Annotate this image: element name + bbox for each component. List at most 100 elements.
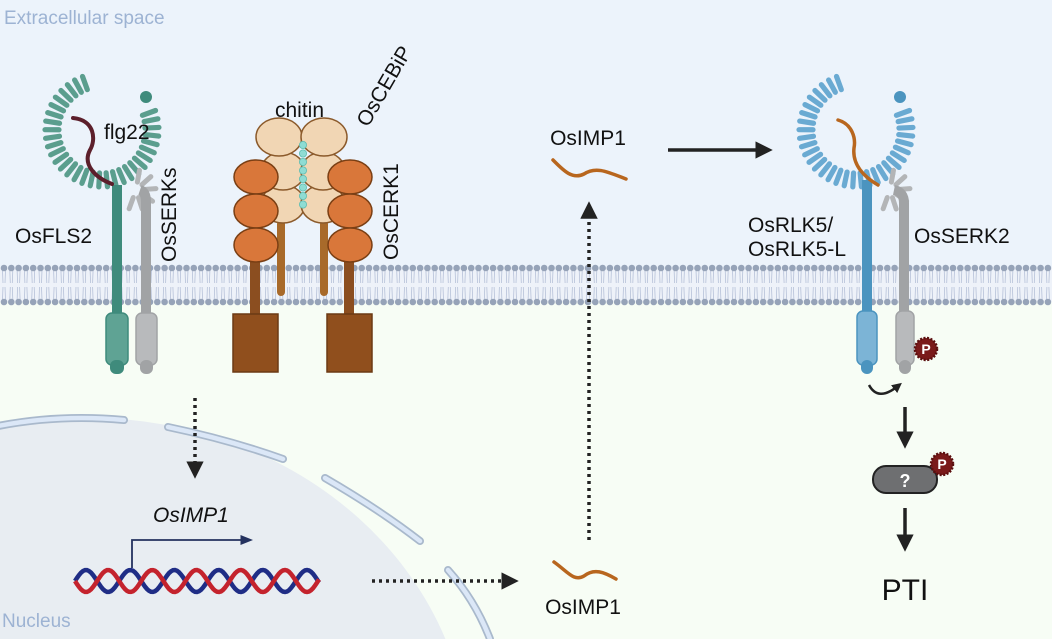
lipid-head (533, 264, 541, 272)
lipid-head (519, 298, 526, 306)
lipid-tail (235, 269, 240, 301)
lipid-head (234, 264, 241, 272)
lrr-repeat (109, 169, 119, 188)
osrlk5-label: OsRLK5/ (748, 214, 833, 237)
lipid-head (431, 264, 439, 272)
lipid-head (227, 298, 234, 306)
lipid-head (44, 264, 52, 272)
lipid-head (460, 264, 468, 272)
lrr-repeat (889, 195, 899, 212)
oscebip-receptor (255, 117, 348, 296)
lipid-head (0, 298, 8, 306)
lipid-head (175, 264, 183, 272)
lipid-tail (24, 269, 28, 301)
lipid-head (621, 264, 628, 272)
lipid-head (613, 264, 621, 272)
lrr-repeat (52, 94, 70, 108)
lipid-head (672, 264, 679, 272)
lipid-tail (403, 269, 408, 301)
lipid-tail (856, 269, 860, 301)
lipid-head (752, 298, 760, 306)
transphosphorylation-arrow (867, 382, 902, 395)
oscerk1-ectodomain-right (327, 159, 373, 263)
lipid-tail (491, 269, 495, 301)
lipid-tail (432, 269, 437, 301)
lipid-tail (330, 269, 335, 301)
envelope-segment-inner (0, 415, 127, 428)
lrr-repeat (893, 174, 908, 188)
lipid-head (205, 264, 212, 272)
lrr-repeat (889, 150, 907, 164)
lipid-head (88, 298, 95, 306)
lipid-tail (987, 269, 992, 301)
lipid-head (803, 264, 811, 272)
lipid-head (942, 264, 949, 272)
lipid-head (270, 264, 278, 272)
lipid-head (811, 264, 818, 272)
phospho-label: P (921, 341, 930, 357)
lipid-tail (673, 269, 678, 301)
lipid-tail (754, 269, 758, 301)
lipid-head (971, 298, 979, 306)
lipid-head (1015, 298, 1022, 306)
lipid-tail (732, 269, 736, 301)
lipid-tail (724, 269, 729, 301)
lrr-repeat (79, 167, 90, 186)
lipid-head (781, 298, 789, 306)
osserk2-label: OsSERK2 (914, 225, 1010, 248)
lipid-tail (943, 269, 948, 301)
lipid-head (533, 298, 541, 306)
lipid-head (832, 264, 840, 272)
lrr-repeat (139, 174, 154, 188)
lipid-head (942, 298, 949, 306)
lipid-tail (571, 269, 576, 301)
lipid-tail (651, 269, 656, 301)
lipid-head (628, 298, 636, 306)
lipid-head (854, 298, 862, 306)
oscerk1-receptor-left (232, 262, 279, 373)
lipid-head (1037, 264, 1044, 272)
extracellular-label: Extracellular space (4, 8, 165, 29)
lipid-head (774, 264, 782, 272)
lipid-tail (921, 269, 926, 301)
lrr-repeat (818, 161, 833, 178)
lipid-head (241, 298, 249, 306)
lipid-head (44, 298, 52, 306)
lipid-tail (2, 269, 6, 301)
lipid-tail (221, 269, 225, 301)
lrr-repeat (870, 167, 881, 186)
lipid-tail (513, 269, 517, 301)
lipid-head (708, 264, 716, 272)
lipid-head (387, 298, 395, 306)
lipid-head (592, 264, 599, 272)
lipid-tail (440, 269, 444, 301)
lipid-head (15, 298, 22, 306)
lipid-tail (469, 269, 474, 301)
lrr-repeat (141, 116, 161, 125)
lipid-head (657, 298, 665, 306)
lipid-head (387, 264, 395, 272)
lipid-tail (1024, 269, 1028, 301)
lipid-tail (177, 269, 182, 301)
lipid-head (219, 298, 227, 306)
lipid-tail (681, 269, 685, 301)
lrr-repeat (121, 164, 135, 182)
lipid-head (606, 298, 614, 306)
lrr-repeat (825, 164, 838, 183)
lipid-head (701, 264, 709, 272)
lipid-head (95, 298, 103, 306)
lipid-head (1008, 298, 1015, 306)
lipid-head (467, 298, 475, 306)
lipid-head (789, 298, 796, 306)
lrr-repeat (142, 124, 162, 131)
lipid-head (613, 298, 621, 306)
lrr-repeat (87, 169, 96, 189)
lrr-repeat (79, 73, 90, 93)
lipid-head (183, 298, 190, 306)
lipid-head (570, 264, 577, 272)
lipid-head (409, 264, 417, 272)
lipid-tail (717, 269, 722, 301)
lrr-repeat (892, 144, 911, 156)
lipid-head (329, 264, 336, 272)
lipid-head (854, 264, 862, 272)
